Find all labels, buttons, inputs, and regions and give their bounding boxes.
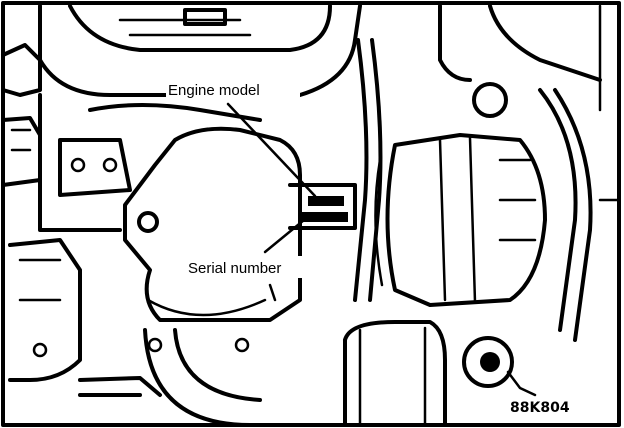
upper-left-bracket — [1, 43, 42, 187]
crank-pulley — [143, 328, 262, 427]
figure-code-bg — [508, 398, 580, 416]
engine-block — [38, 93, 262, 232]
serial-number-label-bg — [186, 256, 326, 278]
right-hoses — [438, 4, 621, 342]
serial-number-stamp — [300, 212, 348, 222]
lower-rail — [78, 376, 162, 397]
timing-cover — [123, 126, 302, 322]
engine-model-leader — [226, 102, 317, 198]
serial-number-leader — [263, 218, 306, 254]
dipstick-tube — [353, 38, 383, 302]
figure-code: 88K804 — [510, 400, 570, 416]
engine-model-label-bg — [166, 79, 300, 99]
engine-mount — [8, 238, 82, 382]
timing-cover-bolt — [137, 211, 159, 233]
manifold-cap — [183, 8, 227, 26]
engine-model-label: Engine model — [168, 82, 260, 99]
alternator-pulley — [472, 82, 508, 118]
serial-number-label: Serial number — [188, 260, 281, 277]
oil-pressure-sender — [462, 336, 537, 397]
engine-model-stamp — [308, 196, 344, 206]
stamp-area — [288, 183, 357, 230]
oil-filter — [343, 320, 447, 427]
alternator — [374, 82, 547, 307]
